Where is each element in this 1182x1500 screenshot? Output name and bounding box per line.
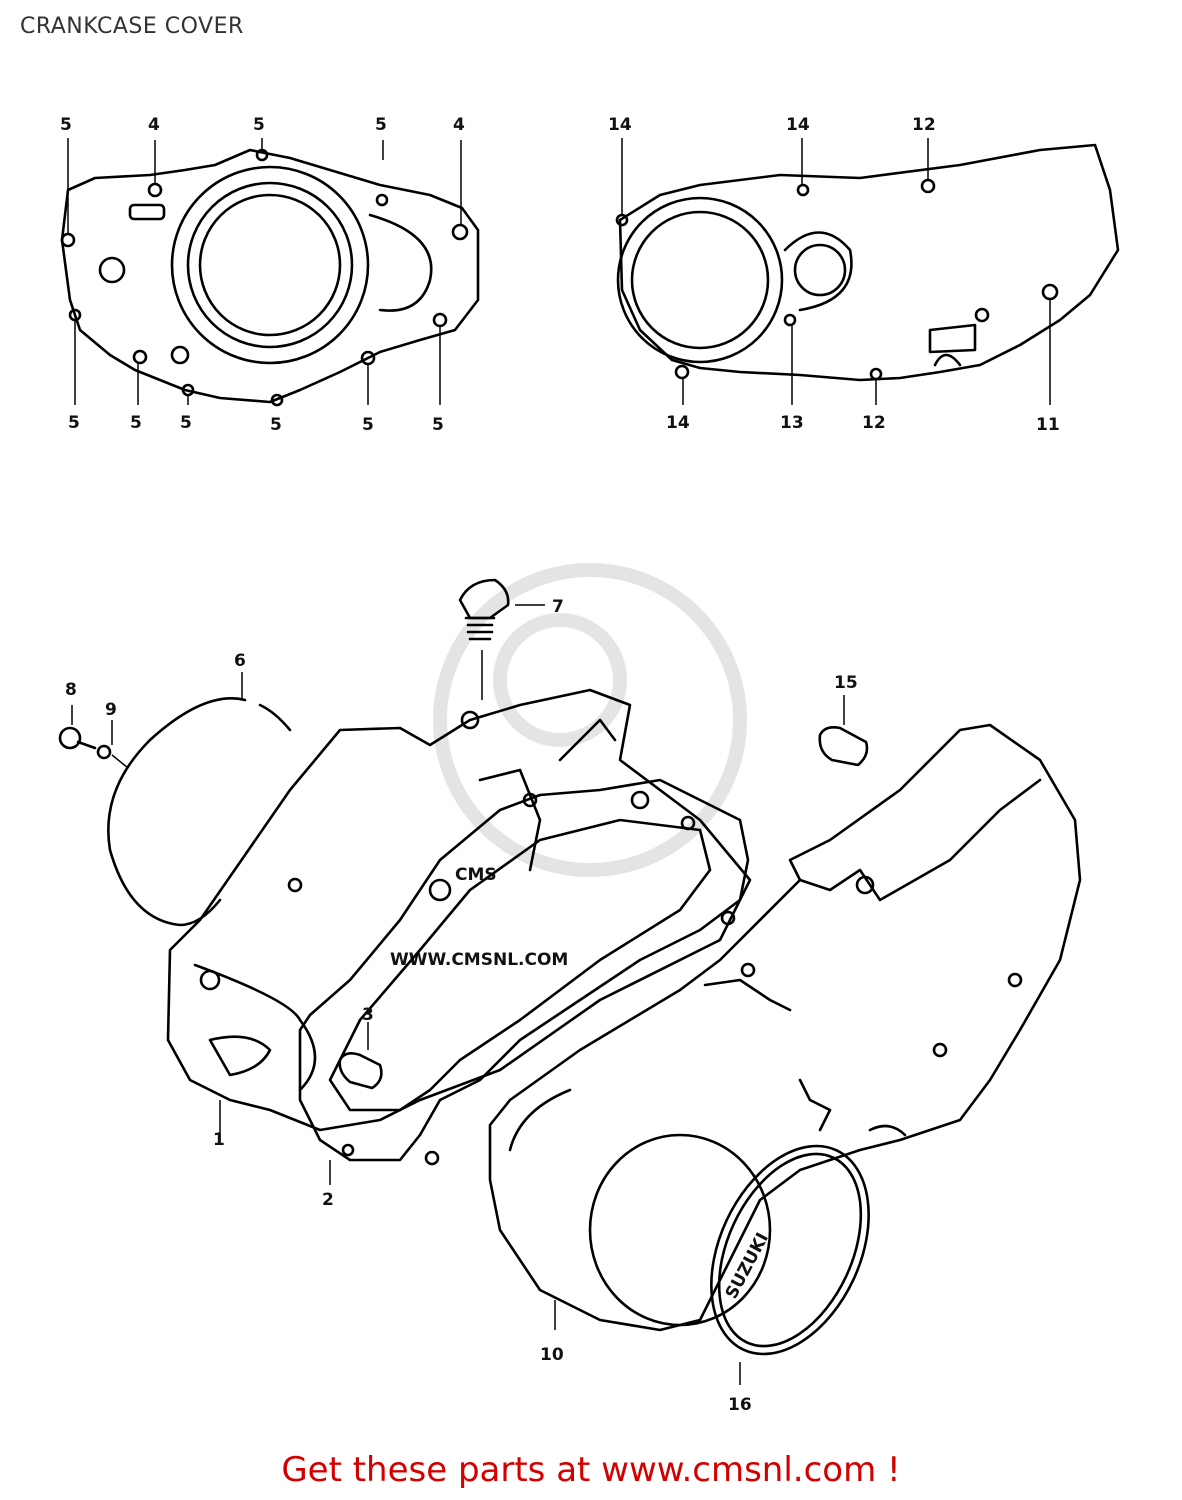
callout-15: 15 — [834, 673, 858, 693]
top-left-cover-view — [60, 138, 480, 407]
callout-7: 7 — [552, 597, 564, 617]
page-title: CRANKCASE COVER — [20, 14, 244, 39]
callout-16: 16 — [728, 1395, 752, 1415]
top-right-cover-view — [615, 138, 1120, 405]
callout-5: 5 — [362, 415, 374, 435]
callout-13: 13 — [780, 413, 804, 433]
callout-14: 14 — [666, 413, 690, 433]
callout-12: 12 — [862, 413, 886, 433]
callout-5: 5 — [180, 413, 192, 433]
callout-5: 5 — [375, 115, 387, 135]
callout-11: 11 — [1036, 415, 1060, 435]
callout-5: 5 — [253, 115, 265, 135]
watermark-logo: CMS WWW.CMSNL.COM — [390, 563, 747, 970]
callout-5: 5 — [130, 413, 142, 433]
callout-4: 4 — [453, 115, 465, 135]
callout-5: 5 — [270, 415, 282, 435]
callout-5: 5 — [60, 115, 72, 135]
footer-link[interactable]: Get these parts at www.cmsnl.com ! — [281, 1450, 901, 1490]
callout-12: 12 — [912, 115, 936, 135]
exploded-view: SUZUKI — [58, 578, 1082, 1385]
callout-1: 1 — [213, 1130, 225, 1150]
callout-14: 14 — [608, 115, 632, 135]
callout-5: 5 — [68, 413, 80, 433]
callout-6: 6 — [234, 651, 246, 671]
watermark-url: WWW.CMSNL.COM — [390, 950, 568, 970]
callout-10: 10 — [540, 1345, 564, 1365]
callout-4: 4 — [148, 115, 160, 135]
callout-5: 5 — [432, 415, 444, 435]
callout-3: 3 — [362, 1005, 374, 1025]
callout-2: 2 — [322, 1190, 334, 1210]
callout-14: 14 — [786, 115, 810, 135]
callout-labels: 5 4 5 5 4 5 5 5 5 5 5 14 14 12 14 13 12 … — [60, 115, 1060, 1415]
callout-8: 8 — [65, 680, 77, 700]
callout-9: 9 — [105, 700, 117, 720]
